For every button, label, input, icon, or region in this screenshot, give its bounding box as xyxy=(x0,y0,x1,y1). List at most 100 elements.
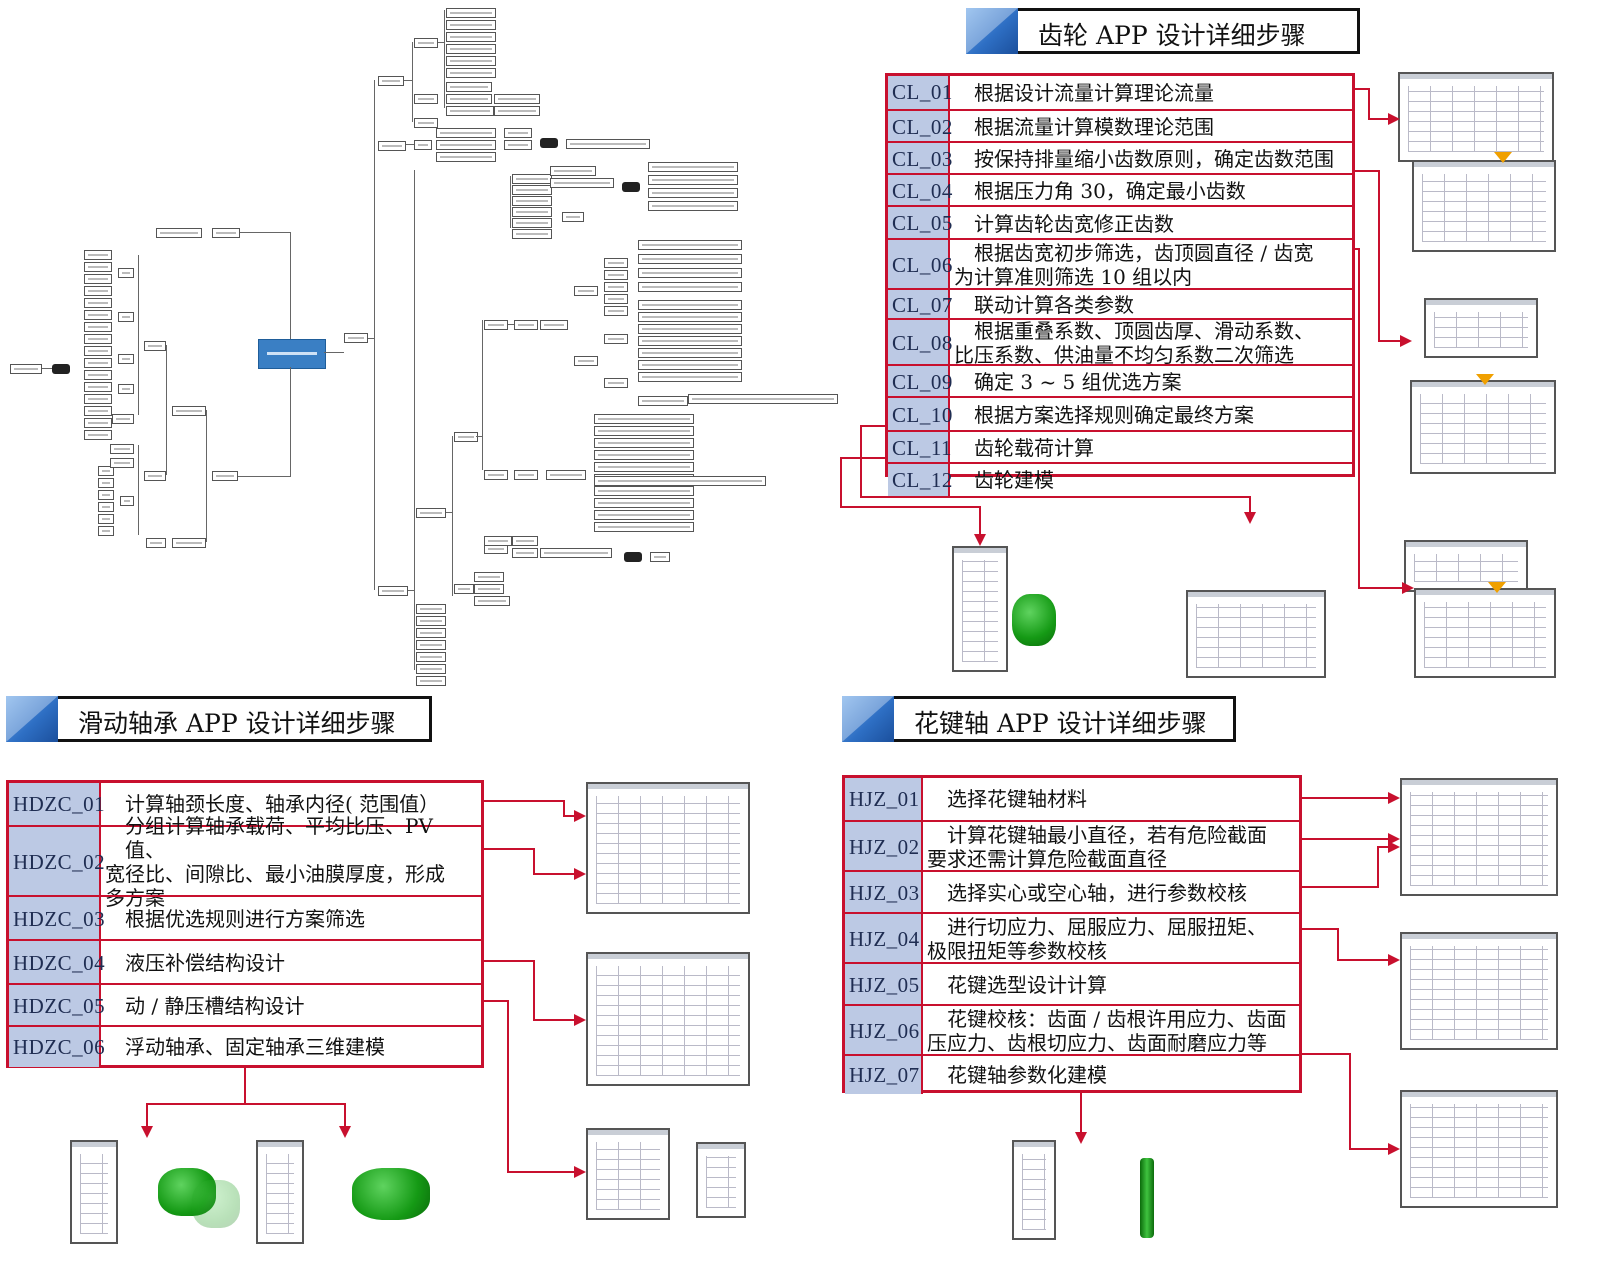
mind-map-node xyxy=(414,38,438,48)
step-code: CL_01 xyxy=(888,76,952,109)
mind-map-node xyxy=(604,258,628,268)
mind-map-node xyxy=(436,152,496,162)
mind-map-node xyxy=(512,196,552,206)
step-description: 按保持排量缩小齿数原则，确定齿数范围 xyxy=(950,143,1352,175)
down-arrow-icon xyxy=(1494,152,1512,163)
connector-line xyxy=(1302,797,1388,799)
step-description-line: 比压系数、供油量不均匀系数二次筛选 xyxy=(954,343,1294,367)
mind-map-node xyxy=(604,294,628,304)
gear-section-header: 齿轮 APP 设计详细步骤 xyxy=(966,8,1360,54)
mind-map-node xyxy=(512,548,538,558)
mind-map-node xyxy=(84,322,112,332)
step-description-line: 齿轮载荷计算 xyxy=(974,436,1094,460)
mind-map-branch xyxy=(508,324,514,325)
arrow-right-icon xyxy=(574,1166,586,1178)
mind-map-node xyxy=(550,166,596,176)
down-arrow-icon xyxy=(1488,582,1506,593)
mind-map-node xyxy=(84,430,112,440)
mind-map-node xyxy=(594,510,694,520)
connector-line xyxy=(1355,88,1369,90)
mind-map-node xyxy=(574,286,598,296)
mind-map-node xyxy=(484,536,512,546)
mind-map-node xyxy=(416,616,446,626)
mind-map-node xyxy=(414,140,432,150)
connector-line xyxy=(1377,846,1388,848)
step-description-line: 计算齿轮齿宽修正齿数 xyxy=(974,211,1174,236)
mind-map-node xyxy=(638,360,742,370)
bearing-section-drawing xyxy=(696,1142,746,1218)
mind-map-node xyxy=(594,522,694,532)
mind-map-node xyxy=(484,320,508,330)
step-code: HJZ_04 xyxy=(845,914,923,964)
mind-map-node xyxy=(414,94,438,104)
step-description: 分组计算轴承载荷、平均比压、PV 值、宽径比、间隙比、最小油膜厚度，形成多方案 xyxy=(101,814,481,910)
mind-map-node xyxy=(638,336,742,346)
mind-map-node xyxy=(494,106,540,116)
step-code: HJZ_02 xyxy=(845,822,923,872)
mind-map-node xyxy=(648,175,738,185)
mind-map-node xyxy=(594,462,694,472)
mind-map-branch xyxy=(412,42,413,122)
mind-map-branch xyxy=(510,176,511,228)
mind-map-branch xyxy=(482,320,483,470)
mind-map-branch xyxy=(404,80,412,81)
mind-map-node xyxy=(594,498,694,508)
mind-map-node xyxy=(594,426,694,436)
step-description-line: 要求还需计算危险截面直径 xyxy=(927,847,1167,871)
step-description: 根据方案选择规则确定最终方案 xyxy=(950,398,1352,432)
gear-app-screenshot-2 xyxy=(1412,160,1556,252)
mind-map-node xyxy=(638,240,742,250)
step-description: 花键选型设计计算 xyxy=(923,964,1299,1006)
step-code: CL_10 xyxy=(888,398,952,432)
gear-app-screenshot-1 xyxy=(1398,72,1554,162)
mind-map-hex-node xyxy=(540,138,558,148)
arrow-down-icon xyxy=(974,534,986,546)
mind-map-node xyxy=(118,312,134,322)
mind-map-node xyxy=(10,364,42,374)
gear-model-ui-screenshot xyxy=(952,546,1008,672)
mind-map-node xyxy=(446,68,496,78)
mind-map-node xyxy=(120,496,134,506)
mind-map-node xyxy=(98,526,114,536)
mind-map-node xyxy=(446,94,492,104)
mind-map-node xyxy=(514,470,538,480)
step-description: 计算齿轮齿宽修正齿数 xyxy=(950,207,1352,240)
step-description-line: 花键选型设计计算 xyxy=(947,973,1107,997)
step-code: HDZC_03 xyxy=(9,897,105,941)
arrow-right-icon xyxy=(1388,954,1400,966)
mind-map-node xyxy=(146,538,166,548)
mind-map-node xyxy=(562,212,584,222)
step-description-line: 齿轮建模 xyxy=(974,468,1054,492)
mind-map-node xyxy=(484,470,508,480)
mind-map-node xyxy=(638,282,742,292)
mind-map-node xyxy=(650,552,670,562)
connector-line xyxy=(1302,886,1378,888)
step-code: CL_11 xyxy=(888,432,952,464)
connector-line xyxy=(507,1000,509,1172)
mind-map-branch xyxy=(374,80,375,590)
arrow-right-icon xyxy=(1400,335,1412,347)
step-code: CL_05 xyxy=(888,207,952,240)
step-code: CL_09 xyxy=(888,366,952,398)
connector-line xyxy=(146,1103,346,1105)
step-description-line: 浮动轴承、固定轴承三维建模 xyxy=(125,1035,385,1059)
mind-map-node xyxy=(512,536,538,546)
mind-map-node xyxy=(118,384,134,394)
mind-map-node xyxy=(436,140,496,150)
step-description-line: 选择实心或空心轴，进行参数校核 xyxy=(947,881,1247,905)
arrow-right-icon xyxy=(1388,792,1400,804)
step-description: 花键轴参数化建模 xyxy=(923,1056,1299,1094)
connector-line xyxy=(1080,1093,1082,1133)
mind-map-node xyxy=(446,32,496,42)
connector-line xyxy=(1337,959,1388,961)
connector-line xyxy=(344,1103,346,1129)
mind-map-node xyxy=(118,268,134,278)
step-code: CL_07 xyxy=(888,290,952,320)
